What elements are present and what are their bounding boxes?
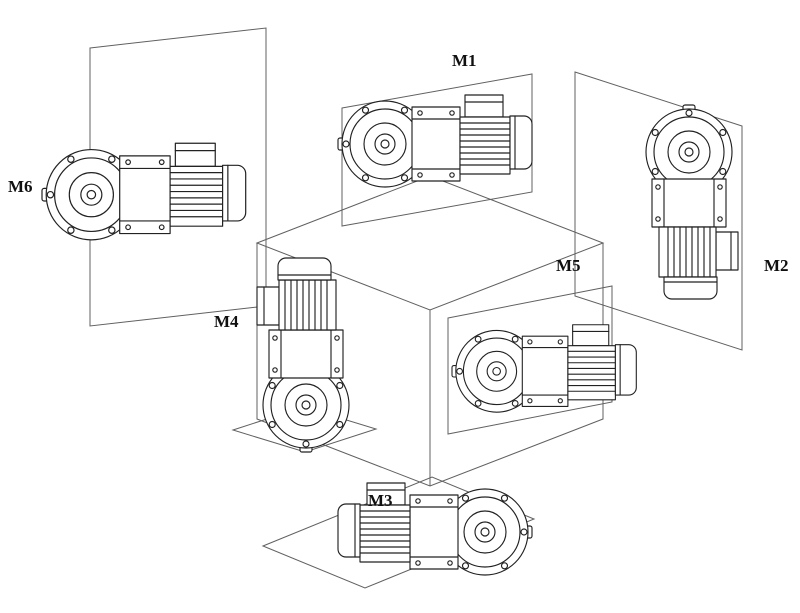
label-m3: M3 (368, 491, 393, 510)
label-m1: M1 (452, 51, 477, 70)
label-m4: M4 (214, 312, 239, 331)
label-m5: M5 (556, 256, 581, 275)
gearmotor-m2 (645, 104, 739, 300)
gearmotor-m1 (337, 94, 533, 188)
gearmotor-m4 (256, 257, 350, 453)
mounting-plane-m1 (341, 73, 533, 227)
gearmotor-m6 (41, 142, 247, 241)
gearmotor-m5 (451, 324, 637, 413)
label-m2: M2 (764, 256, 789, 275)
mounting-plane-m5 (447, 285, 613, 435)
label-m6: M6 (8, 177, 33, 196)
